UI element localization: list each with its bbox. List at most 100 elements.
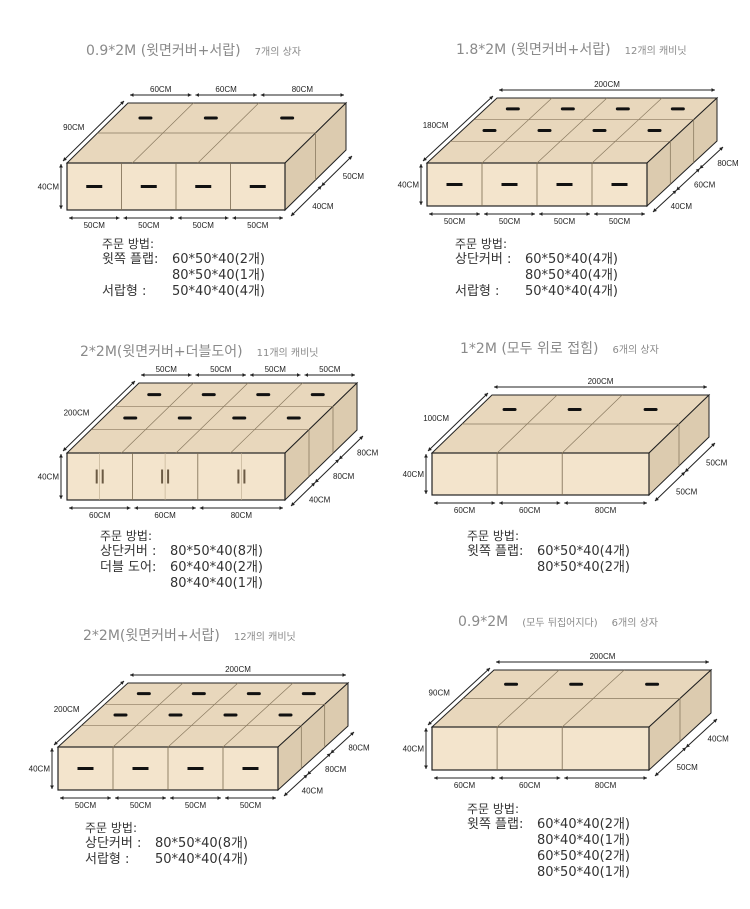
lid-handle-icon xyxy=(504,682,519,686)
arrowhead-icon xyxy=(250,373,254,377)
height-dimension-label: 40CM xyxy=(29,765,51,774)
arrowhead-icon xyxy=(499,776,503,780)
order-line-label: 윗쪽 플랩: xyxy=(467,817,524,832)
order-line-label: 더블 도어: xyxy=(100,560,157,575)
arrowhead-icon xyxy=(711,443,715,447)
order-line-value: 80*50*40(2개) xyxy=(537,560,631,575)
side-dimension-arrow xyxy=(330,731,355,754)
arrowhead-icon xyxy=(428,447,432,451)
top-col-divider xyxy=(167,682,239,748)
side-dimension-label: 40CM xyxy=(302,786,324,795)
arrowhead-icon xyxy=(120,101,124,105)
order-line: 80*50*40(4개) xyxy=(455,268,618,284)
arrowhead-icon xyxy=(242,373,246,377)
arrowhead-icon xyxy=(699,164,704,169)
arrowhead-icon xyxy=(428,721,432,725)
side-dimension-label: 50CM xyxy=(343,172,365,181)
arrowhead-icon xyxy=(655,772,659,776)
order-line: 60*50*40(2개) xyxy=(467,849,630,865)
arrowhead-icon xyxy=(115,796,119,800)
order-title: 주문 방법: xyxy=(100,529,153,543)
order-line: 서랍형 :50*40*40(4개) xyxy=(102,284,265,300)
arrowhead-icon xyxy=(676,186,681,191)
arrowhead-icon xyxy=(232,216,237,220)
bottom-dimension-label: 50CM xyxy=(185,801,207,810)
arrowhead-icon xyxy=(291,502,295,506)
bottom-dimension-label: 50CM xyxy=(609,217,631,226)
arrowhead-icon xyxy=(476,212,480,216)
arrowhead-icon xyxy=(123,216,128,220)
order-title: 주문 방법: xyxy=(467,529,520,543)
arrowhead-icon xyxy=(655,497,659,501)
side-dimension-arrow xyxy=(684,442,716,473)
box-front-face xyxy=(431,726,650,771)
panel-title: 1*2M (모두 위로 접힘)6개의 상자 xyxy=(460,338,659,358)
bottom-dimension-label: 50CM xyxy=(240,801,262,810)
top-col-divider xyxy=(591,97,663,164)
arrowhead-icon xyxy=(195,93,199,97)
order-line-value: 50*40*40(4개) xyxy=(155,852,249,867)
arrowhead-icon xyxy=(705,660,709,664)
side-dimension-arrow xyxy=(290,482,316,507)
arrowhead-icon xyxy=(178,216,182,220)
depth-dimension-label: 200CM xyxy=(54,705,80,714)
arrowhead-icon xyxy=(335,459,339,464)
size-title: 0.9*2M xyxy=(458,614,509,630)
order-line-label: 서랍형 : xyxy=(455,284,500,299)
bottom-dimension-label: 60CM xyxy=(89,511,111,520)
lid-handle-icon xyxy=(256,393,271,397)
order-line: 80*50*40(2개) xyxy=(467,560,630,576)
lid-handle-icon xyxy=(246,692,261,696)
depth-dimension-arrow xyxy=(62,100,125,162)
arrowhead-icon xyxy=(719,147,723,151)
order-title: 주문 방법: xyxy=(85,821,138,835)
order-method: 주문 방법:상단커버 :80*50*40(8개)더블 도어:60*40*40(2… xyxy=(100,528,263,592)
side-dimension-label: 80CM xyxy=(325,765,347,774)
panel-subtitle: 12개의 캐비닛 xyxy=(624,46,687,57)
door-handle-icon xyxy=(95,469,98,484)
top-col-divider xyxy=(230,382,303,454)
box-count: 6개의 상자 xyxy=(611,618,658,629)
lid-handle-icon xyxy=(505,107,520,111)
order-line-value: 60*50*40(2개) xyxy=(537,849,631,864)
order-title: 주문 방법: xyxy=(102,237,155,251)
arrowhead-icon xyxy=(348,156,352,160)
arrowhead-icon xyxy=(340,93,344,97)
drawer-handle-icon xyxy=(77,767,94,770)
arrowhead-icon xyxy=(54,741,58,745)
lid-handle-icon xyxy=(147,393,162,397)
lid-handle-icon xyxy=(567,408,582,411)
arrowhead-icon xyxy=(307,770,312,775)
arrowhead-icon xyxy=(279,506,283,510)
panel-subtitle: 6개의 상자 xyxy=(612,345,659,356)
depth-dimension-arrow xyxy=(53,680,125,746)
door-handle-icon xyxy=(167,469,170,484)
order-line: 80*40*40(1개) xyxy=(100,576,263,592)
arrowhead-icon xyxy=(350,732,354,736)
bottom-dimension-label: 80CM xyxy=(595,506,617,515)
panel-subtitle: 11개의 캐비닛 xyxy=(256,348,319,359)
top-dimension-label: 200CM xyxy=(590,652,616,661)
arrowhead-icon xyxy=(284,792,288,796)
arrowhead-icon xyxy=(311,482,315,487)
top-col-divider xyxy=(222,682,294,748)
order-line: 더블 도어:60*40*40(2개) xyxy=(100,560,263,576)
lid-handle-icon xyxy=(280,116,295,120)
top-col-divider xyxy=(175,382,249,454)
arrowhead-icon xyxy=(321,182,326,186)
arrowhead-icon xyxy=(419,201,423,205)
bottom-dimension-label: 60CM xyxy=(154,511,176,520)
arrowhead-icon xyxy=(342,673,346,677)
lid-handle-icon xyxy=(232,416,247,420)
arrowhead-icon xyxy=(115,216,120,220)
order-line-value: 60*40*40(2개) xyxy=(537,817,631,832)
depth-dimension-arrow xyxy=(62,380,136,452)
side-dimension-arrow xyxy=(654,747,687,777)
arrowhead-icon xyxy=(424,765,428,769)
arrowhead-icon xyxy=(564,776,568,780)
arrowhead-icon xyxy=(486,668,490,672)
arrowhead-icon xyxy=(59,454,63,458)
bottom-dimension-label: 50CM xyxy=(444,217,466,226)
